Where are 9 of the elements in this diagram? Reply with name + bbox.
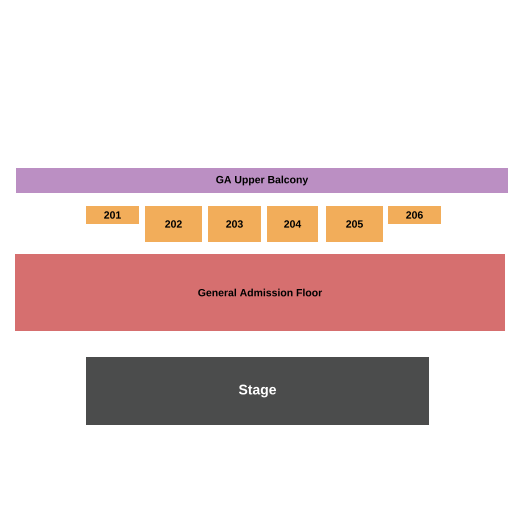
seating-section: 201 (86, 206, 139, 224)
seating-section: 203 (208, 206, 261, 242)
stage: Stage (86, 357, 429, 425)
floor-section: General Admission Floor (15, 254, 506, 331)
seating-section: 204 (267, 206, 318, 242)
seating-section: 205 (326, 206, 383, 242)
balcony-section: GA Upper Balcony (16, 168, 508, 193)
seating-section: 206 (388, 206, 441, 224)
seating-section: 202 (145, 206, 202, 242)
